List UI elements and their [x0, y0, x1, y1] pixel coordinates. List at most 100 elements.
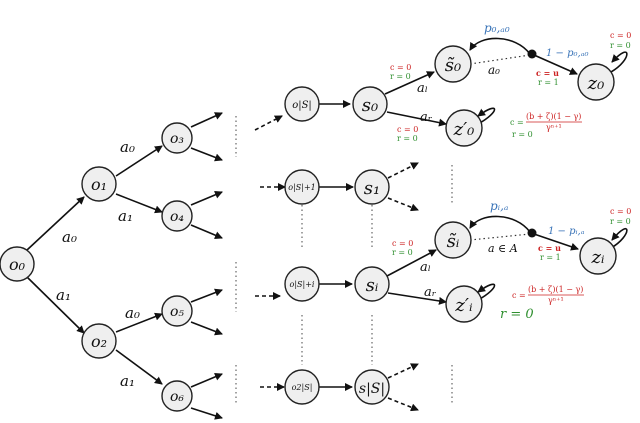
- node-si-label: sᵢ: [366, 275, 379, 296]
- edge-o2-o6: [115, 349, 163, 385]
- incoming-oS: [254, 115, 283, 131]
- branch-dot-i: [527, 228, 537, 238]
- sti-to-dot: [469, 233, 531, 241]
- node-oS1-label: o|S|+1: [288, 183, 315, 192]
- reward-r0-zp0-right: r = 0: [512, 130, 533, 139]
- reward-r0-zp0: r = 0: [397, 134, 418, 143]
- sS-out-up: [387, 363, 419, 379]
- label-a1-o0: a₁: [56, 286, 71, 304]
- selfloop-zi: [610, 227, 628, 249]
- dot-to-st0: [469, 37, 531, 55]
- reward-r0-st0: r = 0: [390, 72, 411, 81]
- cost-c0-st0: c = 0: [390, 63, 411, 72]
- node-sS-label: s|S|: [359, 381, 385, 397]
- cost-formula-prefix-i: c =: [512, 291, 526, 300]
- sS-out-down: [387, 397, 419, 412]
- selfloop-z0: [610, 51, 628, 73]
- node-o6-label: o₆: [170, 389, 184, 405]
- edge-o6-down: [190, 407, 223, 420]
- selfloop-zp0: [477, 107, 496, 125]
- reward-r0-z0: r = 0: [610, 41, 631, 50]
- edge-o4-down: [190, 224, 223, 239]
- node-o4-label: o₄: [170, 209, 184, 225]
- cost-c0-sti: c = 0: [392, 239, 413, 248]
- label-a1-o2: a₁: [120, 372, 135, 390]
- edge-o3-down: [190, 147, 223, 162]
- cost-formula-num-0: (b + ζ)(1 − γ): [526, 112, 581, 121]
- reward-r1-z0: r = 1: [538, 78, 559, 87]
- node-o5: o₅: [161, 295, 193, 327]
- cost-c0-zi: c = 0: [610, 207, 631, 216]
- cost-formula-den-i: γⁿ⁺¹: [548, 296, 564, 305]
- s1-out-down: [387, 197, 419, 212]
- edge-o3-up: [190, 112, 223, 128]
- node-zpi: z′ᵢ: [445, 285, 483, 323]
- label-al-0: aₗ: [417, 81, 428, 96]
- cost-cu-z0: c = u: [536, 68, 559, 78]
- dot-to-zi: [533, 233, 579, 251]
- node-o1-label: o₁: [91, 175, 107, 194]
- node-o5-label: o₅: [170, 304, 184, 320]
- label-p0: p₀,ₐ₀: [484, 21, 510, 35]
- selfloop-zpi: [477, 283, 496, 301]
- dot-to-z0: [533, 54, 578, 75]
- node-sti-label: s̃ᵢ: [447, 231, 460, 252]
- edge-si-sti: [386, 249, 437, 277]
- cost-formula-prefix-0: c =: [510, 118, 524, 127]
- branch-dot-0: [527, 49, 537, 59]
- node-o2: o₂: [81, 323, 117, 359]
- node-oSi-label: o|S|+i: [290, 280, 315, 289]
- label-a0-o1: a₀: [120, 138, 135, 156]
- node-s1: s₁: [354, 169, 390, 205]
- node-z0-label: z₀: [587, 73, 605, 94]
- node-o1: o₁: [81, 166, 117, 202]
- label-ar-i: aᵣ: [424, 285, 437, 300]
- node-o2S-label: o2|S|: [292, 383, 313, 392]
- node-o3-label: o₃: [170, 131, 184, 147]
- label-a0-o0: a₀: [62, 228, 77, 246]
- node-z0: z₀: [577, 63, 615, 101]
- label-ar-0: aᵣ: [420, 110, 433, 125]
- edge-o0-o2: [26, 276, 85, 334]
- node-sS: s|S|: [354, 369, 390, 405]
- cost-c0-zp0: c = 0: [397, 125, 418, 134]
- label-a0-dot: a₀: [488, 63, 500, 77]
- reward-r0-sti: r = 0: [392, 248, 413, 257]
- node-zp0: z′₀: [445, 109, 483, 147]
- label-1-minus-p0: 1 − p₀,ₐ₀: [546, 48, 588, 59]
- edge-o6-up: [190, 373, 223, 388]
- node-si: sᵢ: [354, 266, 390, 302]
- cost-formula-num-i: (b + ζ)(1 − γ): [528, 285, 583, 294]
- edge-s0-zp0: [386, 111, 447, 127]
- node-o0: o₀: [0, 246, 35, 282]
- st0-to-dot: [469, 54, 531, 65]
- cost-c0-z0: c = 0: [610, 31, 631, 40]
- label-1-minus-pi: 1 − pᵢ,ₐ: [548, 226, 585, 237]
- node-o0-label: o₀: [9, 255, 26, 274]
- node-oS-label: o|S|: [292, 100, 312, 111]
- node-o6: o₆: [161, 380, 193, 412]
- node-st0: s̃₀: [434, 45, 472, 83]
- node-zi-label: zᵢ: [590, 247, 604, 268]
- reward-r0-zi: r = 0: [610, 217, 631, 226]
- cost-cu-zi: c = u: [538, 243, 561, 253]
- edge-si-zpi: [387, 292, 447, 305]
- node-s0: s₀: [352, 86, 388, 122]
- dot-to-sti: [469, 215, 531, 233]
- edge-o2-o5: [115, 312, 163, 333]
- s1-out-up: [387, 162, 419, 179]
- edge-o1-o4: [115, 193, 163, 214]
- node-s1-label: s₁: [364, 178, 380, 199]
- edge-o1-o3: [115, 145, 163, 177]
- node-o2-label: o₂: [91, 332, 107, 351]
- node-st0-label: s̃₀: [445, 55, 461, 76]
- reward-r0-zpi: r = 0: [500, 307, 534, 322]
- node-zi: zᵢ: [579, 237, 617, 275]
- edge-s0-st0: [384, 71, 435, 95]
- edge-o4-up: [190, 191, 223, 206]
- edge-o5-up: [190, 288, 223, 303]
- label-pi: pᵢ,ₐ: [490, 199, 508, 213]
- edge-o5-down: [190, 321, 223, 336]
- reward-r1-zi: r = 1: [540, 253, 561, 262]
